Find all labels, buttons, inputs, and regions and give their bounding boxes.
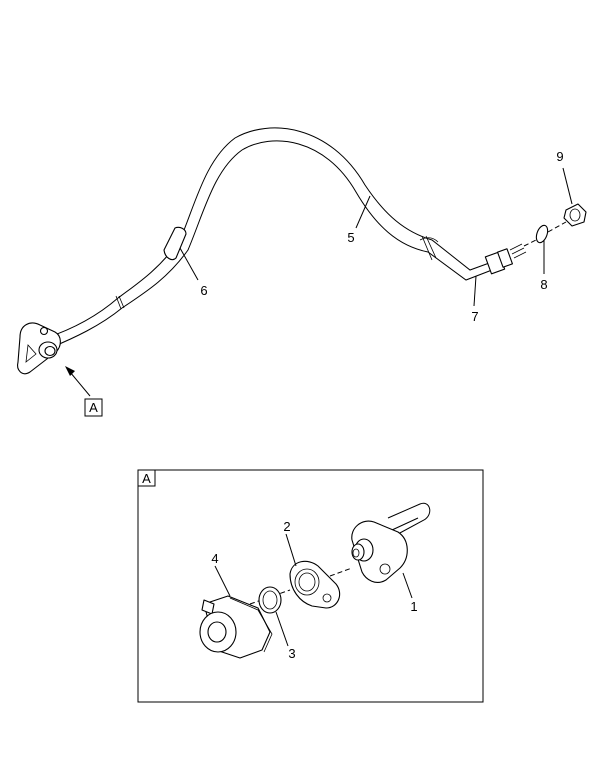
callout-5: 5 bbox=[347, 230, 354, 245]
callout-8: 8 bbox=[540, 277, 547, 292]
callout-1: 1 bbox=[410, 599, 417, 614]
o-ring-8 bbox=[535, 224, 549, 244]
callout-2: 2 bbox=[283, 519, 290, 534]
nut-9 bbox=[563, 203, 587, 227]
callout-4: 4 bbox=[211, 551, 218, 566]
flange-end bbox=[17, 322, 61, 375]
hose-assembly bbox=[17, 127, 587, 375]
o-ring-3 bbox=[258, 586, 282, 614]
callout-6: 6 bbox=[200, 283, 207, 298]
detail-label: A bbox=[142, 471, 151, 486]
fitting-1 bbox=[351, 520, 408, 583]
tube-fitting-7 bbox=[484, 243, 527, 275]
view-ref-label: A bbox=[89, 400, 98, 415]
gasket-2 bbox=[289, 560, 341, 609]
detail-view-a: A bbox=[137, 469, 484, 703]
callout-9: 9 bbox=[556, 149, 563, 164]
view-arrow: A bbox=[65, 366, 103, 417]
callout-7: 7 bbox=[471, 309, 478, 324]
hose-clamp-6 bbox=[163, 226, 187, 261]
port-body-4 bbox=[199, 595, 273, 659]
callout-3: 3 bbox=[288, 646, 295, 661]
